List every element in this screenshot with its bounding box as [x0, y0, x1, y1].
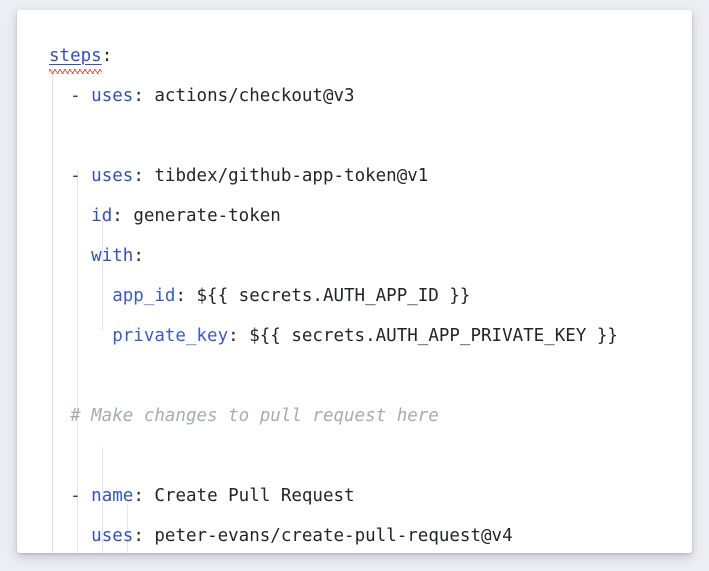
indent-space	[49, 406, 70, 426]
indent-guide-2	[102, 215, 103, 330]
yaml-nested-key: app_id	[112, 286, 176, 306]
indent-space	[49, 286, 112, 306]
yaml-value: ${{ secrets.AUTH_APP_ID }}	[196, 286, 471, 306]
yaml-key: with	[91, 246, 134, 266]
indent-space	[49, 166, 70, 186]
yaml-key: uses	[91, 86, 134, 106]
yaml-list-dash: -	[70, 166, 92, 186]
yaml-punctuation: :	[133, 486, 155, 506]
yaml-value: generate-token	[133, 206, 281, 226]
yaml-punctuation: :	[133, 166, 155, 186]
indent-guide-4	[127, 505, 128, 553]
indent-space	[49, 86, 70, 106]
code-line[interactable]: with:	[17, 236, 692, 276]
indent-guide-3	[102, 447, 103, 553]
yaml-root-key: steps	[49, 46, 102, 74]
yaml-value: ${{ secrets.AUTH_APP_PRIVATE_KEY }}	[249, 326, 618, 346]
code-line[interactable]	[17, 356, 692, 396]
code-line[interactable]	[17, 436, 692, 476]
code-line[interactable]: - name: Create Pull Request	[17, 476, 692, 516]
yaml-key: id	[91, 206, 113, 226]
code-line[interactable]: # Make changes to pull request here	[17, 396, 692, 436]
yaml-punctuation: :	[175, 286, 197, 306]
yaml-punctuation: :	[228, 326, 250, 346]
yaml-punctuation: :	[133, 526, 155, 546]
code-line[interactable]: app_id: ${{ secrets.AUTH_APP_ID }}	[17, 276, 692, 316]
indent-space	[49, 326, 112, 346]
code-line[interactable]: steps:	[17, 36, 692, 76]
yaml-value: Create Pull Request	[154, 486, 355, 506]
yaml-key: uses	[91, 526, 134, 546]
code-line[interactable]: private_key: ${{ secrets.AUTH_APP_PRIVAT…	[17, 316, 692, 356]
code-line[interactable]: - uses: tibdex/github-app-token@v1	[17, 156, 692, 196]
indent-guide-0	[52, 66, 53, 553]
yaml-nested-key: private_key	[112, 326, 229, 346]
yaml-comment: # Make changes to pull request here	[70, 406, 439, 426]
indent-space	[49, 486, 70, 506]
yaml-punctuation: :	[112, 206, 134, 226]
yaml-key: name	[91, 486, 134, 506]
indent-space	[49, 526, 91, 546]
yaml-value: actions/checkout@v3	[154, 86, 355, 106]
code-line[interactable]: id: generate-token	[17, 196, 692, 236]
spellcheck-squiggle	[49, 69, 102, 74]
yaml-punctuation: :	[133, 86, 155, 106]
code-snippet-card: steps: - uses: actions/checkout@v3 - use…	[17, 10, 692, 553]
yaml-value: tibdex/github-app-token@v1	[154, 166, 429, 186]
yaml-value: peter-evans/create-pull-request@v4	[154, 526, 513, 546]
code-line[interactable]: - uses: actions/checkout@v3	[17, 76, 692, 116]
yaml-list-dash: -	[70, 486, 92, 506]
code-line[interactable]	[17, 116, 692, 156]
code-editor-surface[interactable]: steps: - uses: actions/checkout@v3 - use…	[17, 10, 692, 553]
indent-guide-1	[77, 170, 78, 553]
indent-space	[49, 246, 91, 266]
yaml-punctuation: :	[133, 246, 144, 266]
indent-space	[49, 206, 91, 226]
yaml-punctuation: :	[101, 46, 113, 66]
yaml-list-dash: -	[70, 86, 92, 106]
yaml-key: uses	[91, 166, 134, 186]
code-line[interactable]: uses: peter-evans/create-pull-request@v4	[17, 516, 692, 553]
